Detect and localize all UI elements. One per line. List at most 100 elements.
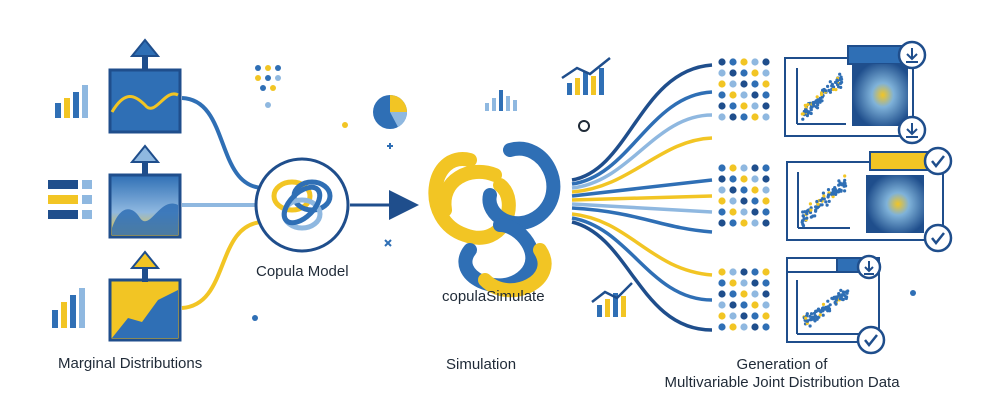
sample-dot	[762, 91, 770, 99]
scatter-point	[835, 78, 839, 82]
sample-dot	[751, 290, 759, 298]
sample-dot	[740, 164, 748, 172]
sample-dot	[740, 301, 748, 309]
scatter-point	[815, 106, 820, 110]
scatter-point	[819, 92, 824, 97]
sample-dot	[740, 113, 748, 121]
scatter-plot	[802, 288, 850, 328]
copula-knot-icon	[271, 179, 333, 231]
scatter-point	[809, 312, 814, 316]
scatter-point	[824, 89, 828, 93]
scatter-point	[821, 313, 825, 317]
sample-dot	[751, 91, 759, 99]
sample-dot	[718, 301, 726, 309]
scatter-point	[805, 319, 810, 323]
sample-dot	[740, 91, 748, 99]
sample-dot	[762, 164, 770, 172]
download-icon[interactable]	[897, 115, 927, 145]
sample-dot	[762, 80, 770, 88]
sample-dot	[740, 186, 748, 194]
check-icon	[856, 325, 886, 355]
scatter-point	[809, 111, 813, 116]
scatter-point	[821, 302, 826, 306]
pie-chart-icon	[373, 95, 407, 129]
sample-dot	[751, 113, 759, 121]
generation-label-line2: Multivariable Joint Distribution Data	[664, 374, 900, 391]
sample-dot	[740, 80, 748, 88]
scatter-point	[805, 114, 810, 118]
scatter-point	[801, 112, 805, 116]
sample-dot	[729, 58, 737, 66]
sample-dot	[718, 175, 726, 183]
scatter-point	[801, 117, 805, 121]
sample-dot	[751, 279, 759, 287]
sample-dot	[740, 208, 748, 216]
scatter-point	[805, 216, 809, 220]
scatter-point	[815, 101, 819, 105]
copula-simulate-knot	[428, 141, 561, 298]
scatter-plot	[800, 72, 844, 121]
scatter-point	[824, 200, 828, 204]
scatter-point	[827, 199, 831, 203]
scatter-point	[809, 215, 813, 219]
check-icon	[923, 146, 953, 176]
sample-dot	[718, 91, 726, 99]
sample-dot	[718, 186, 726, 194]
scatter-point	[826, 194, 830, 198]
sample-dot	[762, 102, 770, 110]
scatter-point	[842, 184, 846, 188]
scatter-point	[839, 75, 843, 79]
scatter-point	[805, 212, 809, 216]
sample-dot	[740, 69, 748, 77]
sample-dot	[762, 175, 770, 183]
sample-dot	[762, 290, 770, 298]
sample-dot	[718, 113, 726, 121]
generation-label-line1: Generation of	[736, 356, 828, 373]
sample-dot	[718, 58, 726, 66]
sample-dot	[762, 219, 770, 227]
download-icon[interactable]	[897, 40, 927, 70]
scatter-point	[813, 214, 817, 218]
sample-dot	[718, 290, 726, 298]
scatter-point	[817, 315, 821, 319]
sample-dot	[740, 175, 748, 183]
scatter-point	[826, 188, 831, 192]
sample-dot	[751, 323, 759, 331]
scatter-point	[803, 103, 807, 107]
sample-dot	[740, 323, 748, 331]
sample-dot	[729, 69, 737, 77]
download-icon[interactable]	[856, 254, 882, 280]
small-bar-icon	[485, 90, 517, 111]
scatter-plot	[800, 174, 848, 228]
scatter-point	[811, 100, 816, 105]
sample-dot	[751, 58, 759, 66]
marginal-panel-2	[108, 144, 182, 239]
scatter-point	[839, 288, 843, 292]
sample-dot	[751, 312, 759, 320]
sample-dot	[751, 301, 759, 309]
upload-arrow-icon	[129, 250, 161, 269]
scatter-point	[819, 198, 823, 202]
scatter-point	[844, 296, 848, 301]
sample-dot	[729, 312, 737, 320]
marginal-connectors	[181, 96, 263, 310]
copula-model-node	[254, 157, 350, 253]
scatter-point	[831, 188, 835, 192]
scatter-point	[801, 214, 805, 218]
scatter-point	[816, 202, 820, 206]
scatter-point	[802, 217, 806, 221]
scatter-point	[843, 174, 847, 178]
sample-dot	[729, 323, 737, 331]
sample-dot	[762, 323, 770, 331]
marginal-panel-1	[108, 38, 182, 134]
scatter-point	[822, 194, 826, 198]
scatter-point	[843, 189, 847, 193]
sample-dot	[729, 208, 737, 216]
scatter-point	[826, 305, 830, 309]
sample-dot	[740, 219, 748, 227]
sample-dot	[740, 197, 748, 205]
sample-dot	[762, 113, 770, 121]
scatter-point	[806, 103, 810, 107]
scatter-point	[843, 181, 847, 185]
scatter-point	[834, 298, 838, 302]
